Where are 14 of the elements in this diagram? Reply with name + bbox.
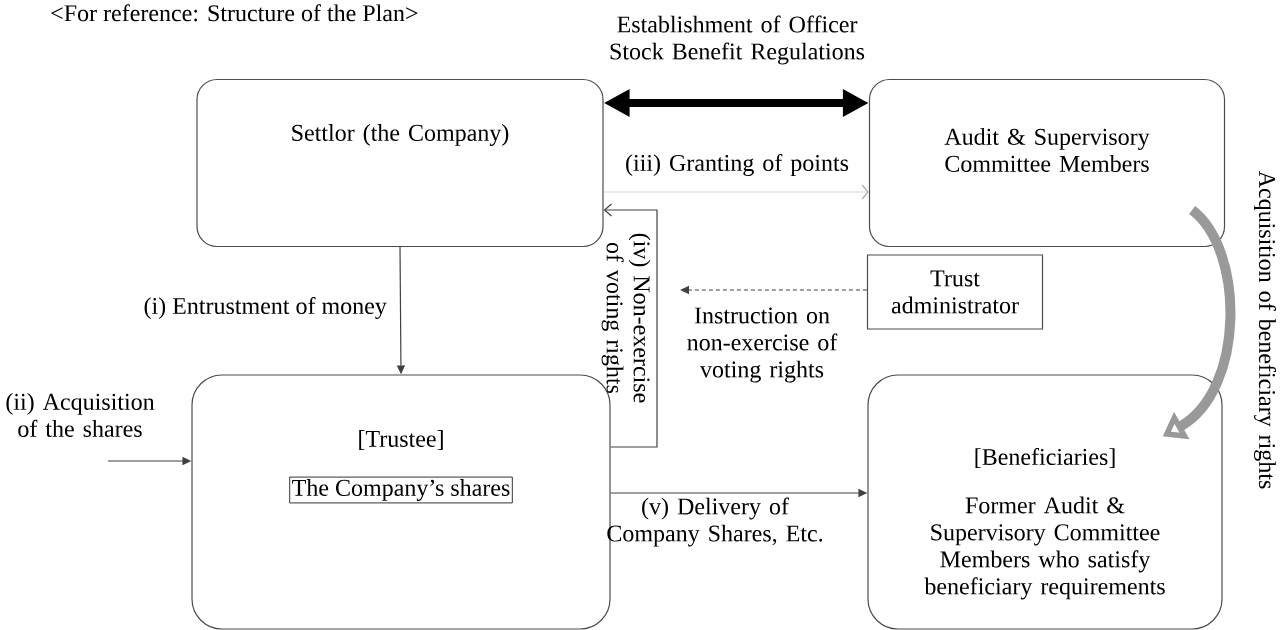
edge-label: (ii) Acquisition of the shares xyxy=(6,393,155,437)
process-box: Trust administrator xyxy=(866,254,1044,330)
process-box: The Company’s shares xyxy=(289,476,513,504)
process-box: Audit & Supervisory Committee Members xyxy=(868,78,1226,248)
process-box: [Beneficiaries] Former Audit & Supervisory Committee Members who satisfy beneficiary requirements xyxy=(867,374,1223,630)
arrow xyxy=(603,184,869,200)
edge-label: Establishment of Officer Stock Benefit Regulations xyxy=(610,15,865,65)
edge-label: Acquisition of beneficiary rights xyxy=(1254,170,1277,489)
edge-label: Instruction on non-exercise of voting rights xyxy=(687,307,838,383)
arrow xyxy=(603,203,658,448)
process-box: Settlor (the Company) xyxy=(196,78,604,248)
title: <For reference: Structure of the Plan> xyxy=(51,4,418,22)
edge-label: (iii) Granting of points xyxy=(626,153,849,177)
edge-label: (i) Entrustment of money xyxy=(144,296,387,320)
